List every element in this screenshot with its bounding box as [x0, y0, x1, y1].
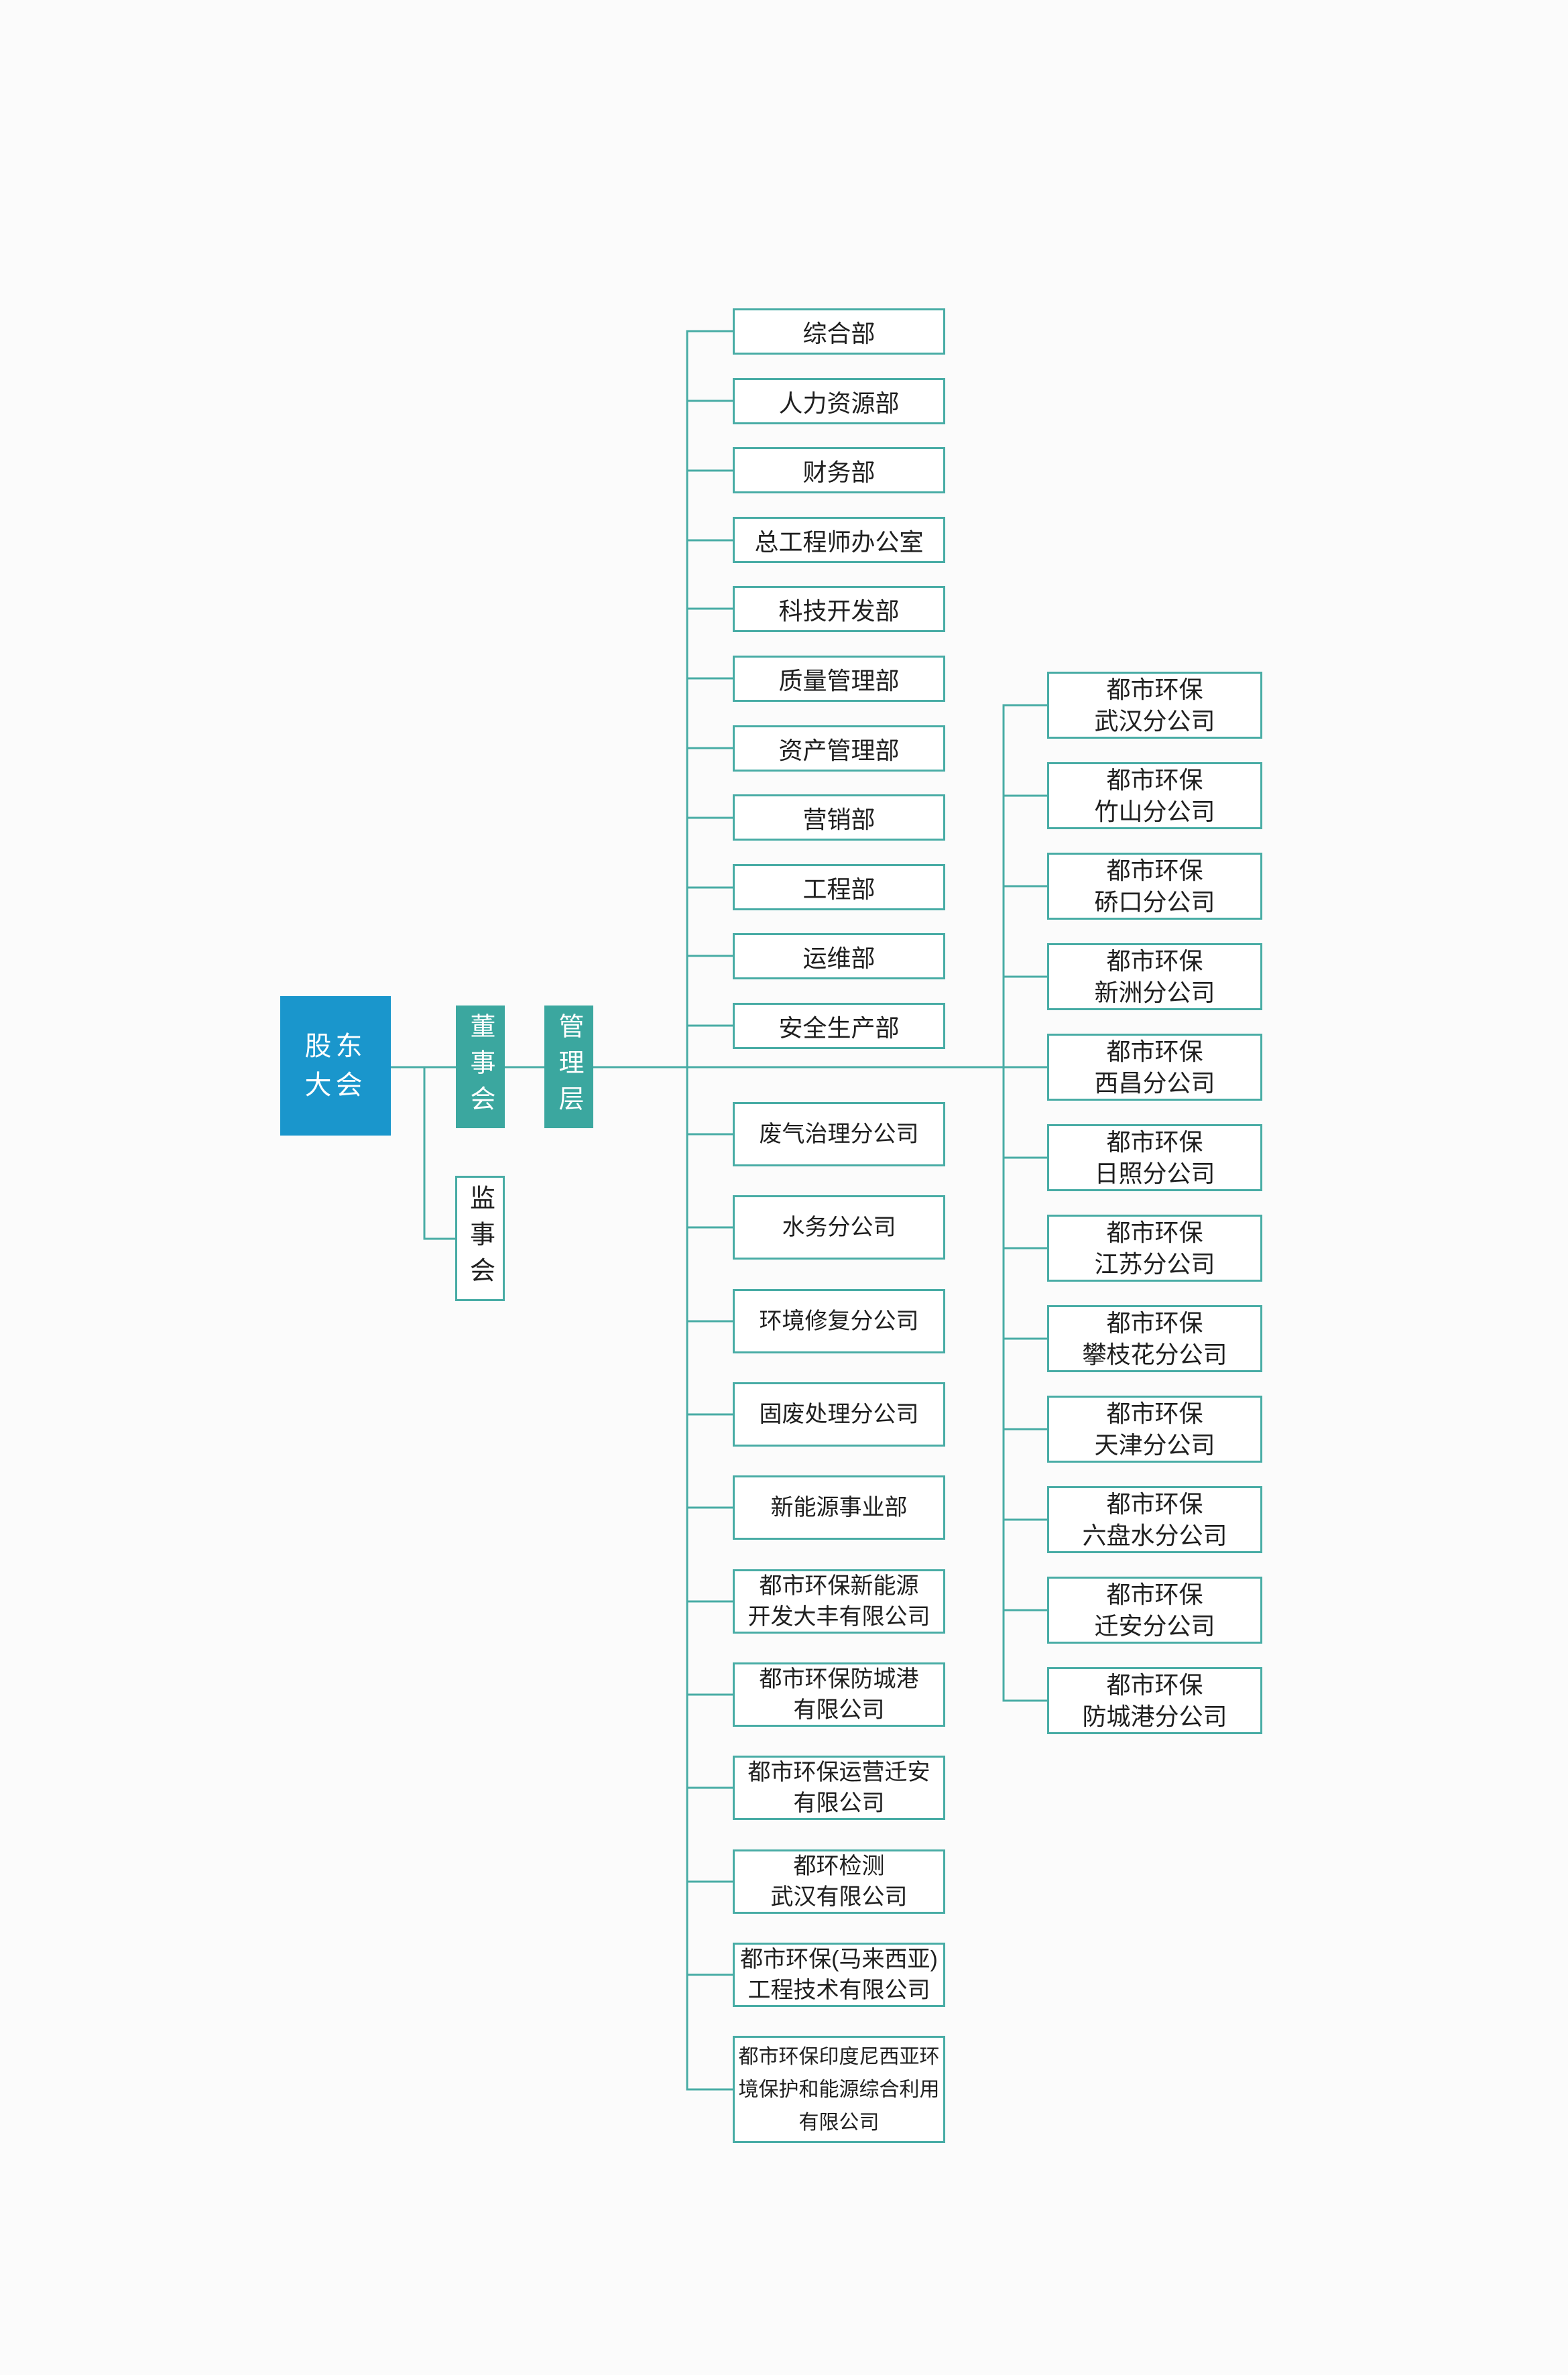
department-box: 工程部 — [733, 864, 945, 910]
department-box: 人力资源部 — [733, 378, 945, 424]
branch-box: 都市环保 江苏分公司 — [1047, 1215, 1262, 1282]
node-shareholders-meeting: 股东 大会 — [280, 996, 391, 1136]
department-box: 综合部 — [733, 308, 945, 355]
node-supervisory-board: 监事会 — [455, 1176, 505, 1301]
department-box: 营销部 — [733, 794, 945, 841]
branch-box: 都市环保 硚口分公司 — [1047, 853, 1262, 920]
subsidiary-box: 都市环保印度尼西亚环 境保护和能源综合利用 有限公司 — [733, 2036, 945, 2143]
subsidiary-box: 废气治理分公司 — [733, 1102, 945, 1166]
branch-box: 都市环保 防城港分公司 — [1047, 1667, 1262, 1734]
department-box: 运维部 — [733, 933, 945, 979]
department-box: 资产管理部 — [733, 725, 945, 772]
subsidiary-box: 都市环保运营迁安 有限公司 — [733, 1756, 945, 1820]
branch-box: 都市环保 天津分公司 — [1047, 1396, 1262, 1463]
branch-box: 都市环保 西昌分公司 — [1047, 1034, 1262, 1101]
department-box: 财务部 — [733, 447, 945, 493]
subsidiary-box: 固废处理分公司 — [733, 1382, 945, 1447]
branch-box: 都市环保 竹山分公司 — [1047, 762, 1262, 829]
node-management: 管理层 — [544, 1006, 593, 1128]
department-box: 科技开发部 — [733, 586, 945, 632]
node-board-of-directors: 董事会 — [456, 1006, 505, 1128]
department-box: 质量管理部 — [733, 656, 945, 702]
subsidiary-box: 环境修复分公司 — [733, 1289, 945, 1353]
branch-box: 都市环保 迁安分公司 — [1047, 1577, 1262, 1644]
subsidiary-box: 都市环保防城港 有限公司 — [733, 1662, 945, 1727]
subsidiary-box: 水务分公司 — [733, 1195, 945, 1260]
subsidiary-box: 都环检测 武汉有限公司 — [733, 1849, 945, 1914]
department-box: 总工程师办公室 — [733, 517, 945, 563]
subsidiary-box: 新能源事业部 — [733, 1475, 945, 1540]
branch-box: 都市环保 武汉分公司 — [1047, 672, 1262, 739]
branch-box: 都市环保 新洲分公司 — [1047, 943, 1262, 1010]
branch-box: 都市环保 攀枝花分公司 — [1047, 1305, 1262, 1372]
subsidiary-box: 都市环保(马来西亚) 工程技术有限公司 — [733, 1943, 945, 2007]
branch-box: 都市环保 六盘水分公司 — [1047, 1486, 1262, 1553]
department-box: 安全生产部 — [733, 1003, 945, 1049]
subsidiary-box: 都市环保新能源 开发大丰有限公司 — [733, 1569, 945, 1634]
branch-box: 都市环保 日照分公司 — [1047, 1124, 1262, 1191]
